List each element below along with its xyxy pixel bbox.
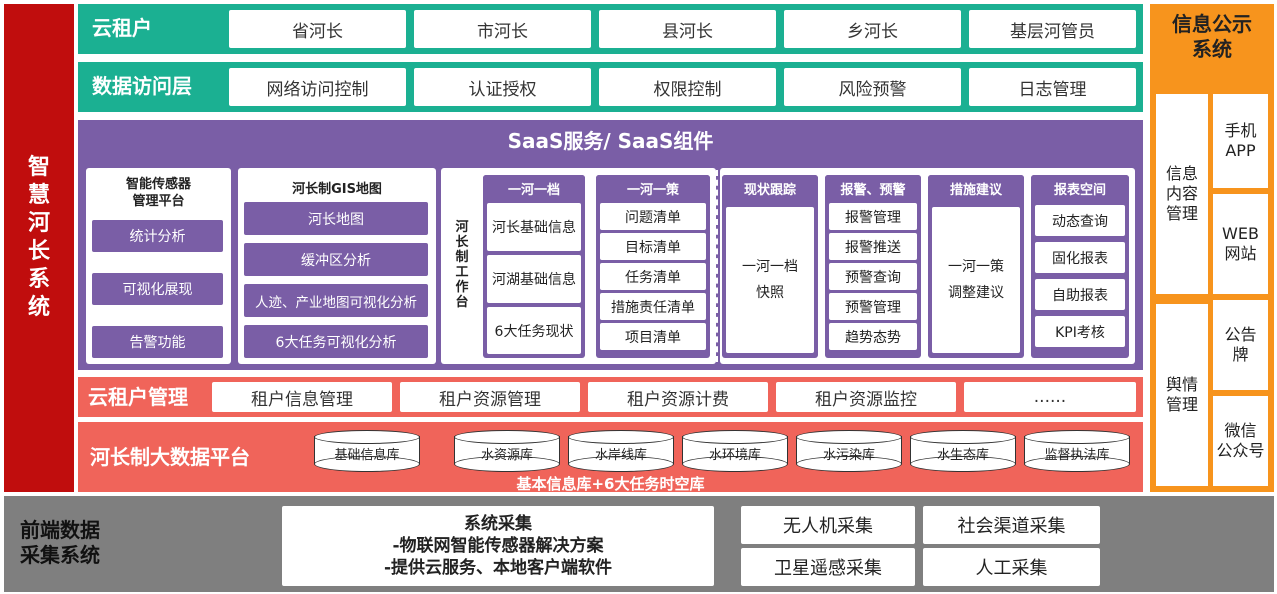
db-basic-info: 基础信息库 bbox=[314, 430, 420, 472]
info-content-management: 信息 内容 管理 bbox=[1156, 94, 1208, 294]
tenant-more-items: ...... bbox=[964, 382, 1136, 412]
dynamic-query: 动态查询 bbox=[1035, 205, 1125, 236]
gis-map-title: 河长制GIS地图 bbox=[292, 182, 382, 197]
gis-human-industry-visualization: 人迹、产业地图可视化分析 bbox=[244, 284, 428, 317]
sensor-visualization: 可视化展现 bbox=[92, 273, 223, 305]
kpi-assessment: KPI考核 bbox=[1035, 316, 1125, 347]
frontend-collection-title: 前端数据 采集系统 bbox=[20, 518, 100, 567]
log-management: 日志管理 bbox=[969, 68, 1136, 106]
tenant-township-chief: 乡河长 bbox=[784, 10, 961, 48]
smart-river-chief-system-column: 智 慧 河 长 系 统 bbox=[4, 4, 74, 492]
one-river-policy-adjustment: 一河一策 调整建议 bbox=[932, 207, 1020, 353]
channel-bulletin-board: 公告 牌 bbox=[1213, 300, 1268, 390]
one-river-one-policy-tab: 一河一策 问题清单 目标清单 任务清单 措施责任清单 项目清单 bbox=[596, 175, 710, 358]
gis-buffer-analysis: 缓冲区分析 bbox=[244, 243, 428, 276]
sensor-statistics-analysis: 统计分析 bbox=[92, 220, 223, 252]
satellite-remote-sensing-collection: 卫星遥感采集 bbox=[741, 548, 915, 586]
gis-six-tasks-visualization: 6大任务可视化分析 bbox=[244, 325, 428, 358]
saas-title: SaaS服务/ SaaS组件 bbox=[507, 129, 714, 153]
sensor-platform-panel: 智能传感器 管理平台 统计分析 可视化展现 告警功能 bbox=[86, 168, 231, 364]
tenant-resource-billing: 租户资源计费 bbox=[588, 382, 768, 412]
data-access-title: 数据访问层 bbox=[92, 74, 192, 98]
big-data-platform-layer: 河长制大数据平台 基础信息库 水资源库 水岸线库 水环境库 水污染库 水生态库 … bbox=[78, 422, 1143, 493]
report-space-tab: 报表空间 动态查询 固化报表 自助报表 KPI考核 bbox=[1031, 175, 1129, 358]
big-data-platform-title: 河长制大数据平台 bbox=[90, 445, 250, 469]
channel-wechat-account: 微信 公众号 bbox=[1213, 396, 1268, 486]
tenant-resource-monitoring: 租户资源监控 bbox=[776, 382, 956, 412]
permission-control: 权限控制 bbox=[599, 68, 776, 106]
tenant-info-management: 租户信息管理 bbox=[212, 382, 392, 412]
saas-services-panel: SaaS服务/ SaaS组件 智能传感器 管理平台 统计分析 可视化展现 告警功… bbox=[78, 120, 1143, 370]
db-water-ecology: 水生态库 bbox=[910, 430, 1016, 472]
task-list: 任务清单 bbox=[600, 263, 706, 290]
river-lake-basic-info: 河湖基础信息 bbox=[487, 255, 581, 303]
fixed-report: 固化报表 bbox=[1035, 242, 1125, 273]
sensor-platform-title: 智能传感器 管理平台 bbox=[125, 177, 191, 209]
gis-river-chief-map: 河长地图 bbox=[244, 202, 428, 235]
one-river-one-file-title: 一河一档 bbox=[483, 175, 585, 201]
alarm-management: 报警管理 bbox=[829, 203, 917, 230]
gis-map-panel: 河长制GIS地图 河长地图 缓冲区分析 人迹、产业地图可视化分析 6大任务可视化… bbox=[238, 168, 436, 364]
db-supervision-enforcement: 监督执法库 bbox=[1024, 430, 1130, 472]
trend-situation: 趋势态势 bbox=[829, 323, 917, 350]
system-collection-box: 系统采集 -物联网智能传感器解决方案 -提供云服务、本地客户端软件 bbox=[282, 506, 714, 586]
alarm-warning-tab: 报警、预警 报警管理 报警推送 预警查询 预警管理 趋势态势 bbox=[825, 175, 921, 358]
one-river-one-file-tab: 一河一档 河长基础信息 河湖基础信息 6大任务现状 bbox=[483, 175, 585, 358]
drone-collection: 无人机采集 bbox=[741, 506, 915, 544]
warning-management: 预警管理 bbox=[829, 293, 917, 320]
manual-collection: 人工采集 bbox=[923, 548, 1100, 586]
tenant-resource-management: 租户资源管理 bbox=[400, 382, 580, 412]
status-tracking-tab: 现状跟踪 一河一档 快照 bbox=[722, 175, 818, 358]
status-tracking-title: 现状跟踪 bbox=[722, 175, 818, 201]
workbench-label: 河 长 制 工 作 台 bbox=[455, 220, 469, 310]
info-public-system-title: 信息公示 系统 bbox=[1172, 12, 1252, 61]
cloud-tenant-layer: 云租户 省河长 市河长 县河长 乡河长 基层河管员 bbox=[78, 4, 1143, 54]
channel-web-site: WEB 网站 bbox=[1213, 194, 1268, 294]
project-list: 项目清单 bbox=[600, 323, 706, 350]
cloud-tenant-management-layer: 云租户管理 租户信息管理 租户资源管理 租户资源计费 租户资源监控 ...... bbox=[78, 377, 1143, 417]
social-channel-collection: 社会渠道采集 bbox=[923, 506, 1100, 544]
measure-suggestion-title: 措施建议 bbox=[928, 175, 1024, 201]
big-data-caption: 基本信息库+6大任务时空库 bbox=[516, 475, 705, 493]
cloud-tenant-title: 云租户 bbox=[92, 16, 152, 40]
alarm-push: 报警推送 bbox=[829, 233, 917, 260]
public-opinion-management: 舆情 管理 bbox=[1156, 304, 1208, 486]
network-access-control: 网络访问控制 bbox=[229, 68, 406, 106]
warning-query: 预警查询 bbox=[829, 263, 917, 290]
db-shoreline: 水岸线库 bbox=[568, 430, 674, 472]
one-river-one-policy-title: 一河一策 bbox=[596, 175, 710, 201]
alarm-warning-title: 报警、预警 bbox=[825, 175, 921, 201]
info-public-system-column: 信息公示 系统 信息 内容 管理 舆情 管理 手机 APP WEB 网站 公告 … bbox=[1150, 4, 1274, 492]
tenant-county-chief: 县河长 bbox=[599, 10, 776, 48]
problem-list: 问题清单 bbox=[600, 203, 706, 230]
measure-suggestion-tab: 措施建议 一河一策 调整建议 bbox=[928, 175, 1024, 358]
measure-responsibility-list: 措施责任清单 bbox=[600, 293, 706, 320]
river-chief-basic-info: 河长基础信息 bbox=[487, 203, 581, 251]
smart-river-chief-system-label: 智 慧 河 长 系 统 bbox=[27, 155, 50, 320]
river-chief-workbench-panel: 河 长 制 工 作 台 一河一档 河长基础信息 河湖基础信息 6大任务现状 一河… bbox=[441, 168, 716, 364]
db-water-environment: 水环境库 bbox=[682, 430, 788, 472]
report-space-title: 报表空间 bbox=[1031, 175, 1129, 201]
self-service-report: 自助报表 bbox=[1035, 279, 1125, 310]
db-water-pollution: 水污染库 bbox=[796, 430, 902, 472]
data-access-layer: 数据访问层 网络访问控制 认证授权 权限控制 风险预警 日志管理 bbox=[78, 62, 1143, 112]
db-water-resources: 水资源库 bbox=[454, 430, 560, 472]
tenant-provincial-chief: 省河长 bbox=[229, 10, 406, 48]
channel-mobile-app: 手机 APP bbox=[1213, 94, 1268, 188]
risk-warning: 风险预警 bbox=[784, 68, 961, 106]
tenant-city-chief: 市河长 bbox=[414, 10, 591, 48]
tenant-management-title: 云租户管理 bbox=[88, 385, 188, 409]
target-list: 目标清单 bbox=[600, 233, 706, 260]
tenant-grassroots-manager: 基层河管员 bbox=[969, 10, 1136, 48]
frontend-data-collection-layer: 前端数据 采集系统 系统采集 -物联网智能传感器解决方案 -提供云服务、本地客户… bbox=[4, 496, 1274, 592]
one-river-file-snapshot: 一河一档 快照 bbox=[726, 207, 814, 353]
tracking-alarm-report-panel: 现状跟踪 一河一档 快照 报警、预警 报警管理 报警推送 预警查询 预警管理 趋… bbox=[720, 168, 1135, 364]
authentication-authorization: 认证授权 bbox=[414, 68, 591, 106]
sensor-alarm-function: 告警功能 bbox=[92, 326, 223, 358]
six-tasks-status: 6大任务现状 bbox=[487, 307, 581, 354]
dashed-separator bbox=[716, 170, 718, 362]
